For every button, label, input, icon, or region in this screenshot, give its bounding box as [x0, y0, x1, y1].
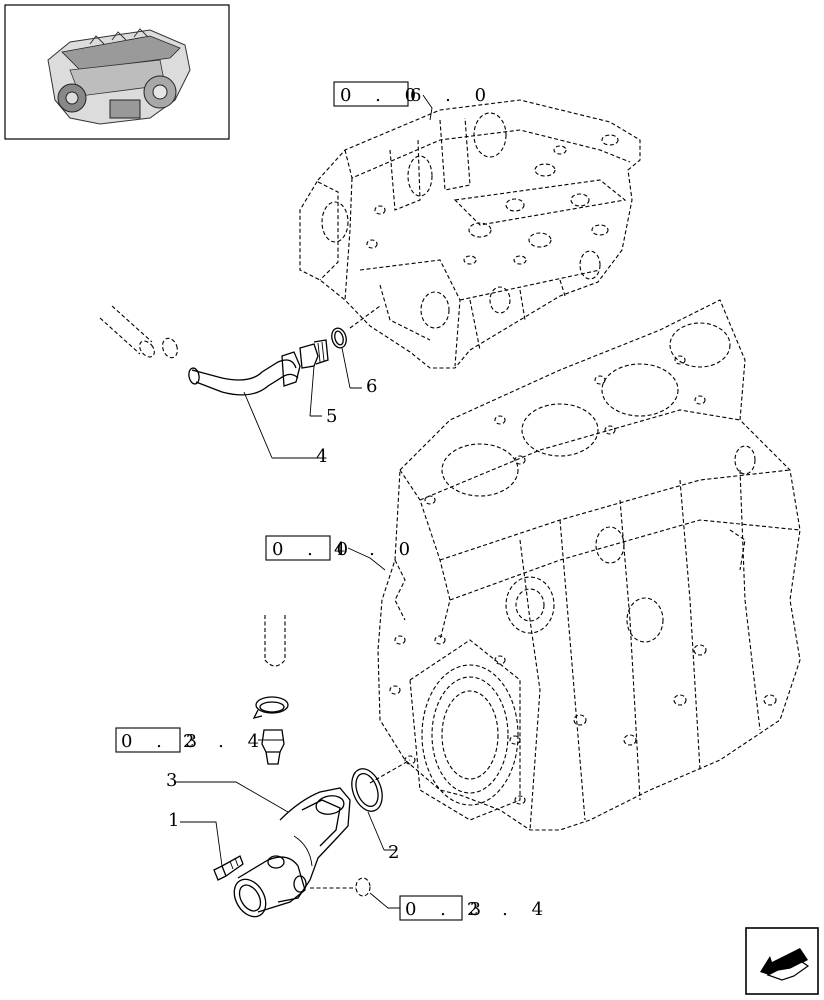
- lower-engine-block: [377, 299, 801, 831]
- svg-text:4 . 0: 4 . 0: [334, 539, 419, 560]
- part-1-bolt[interactable]: [213, 855, 244, 881]
- ref-top[interactable]: 0 . 0 6 . 0: [333, 81, 495, 107]
- back-arrow-icon[interactable]: [745, 927, 819, 995]
- part-5-fitting[interactable]: [299, 339, 329, 369]
- callout-6: 6: [366, 376, 378, 397]
- part-4-pipe[interactable]: [188, 351, 301, 396]
- svg-text:6 . 0: 6 . 0: [410, 85, 495, 106]
- engine-thumbnail-icon[interactable]: [4, 4, 230, 140]
- svg-text:2 . 4: 2 . 4: [183, 731, 268, 752]
- part-6-ring[interactable]: [330, 327, 349, 350]
- svg-text:0 . 3: 0 . 3: [405, 899, 490, 920]
- ref-middle[interactable]: 0 . 0 4 . 0: [265, 535, 419, 561]
- svg-text:0 . 3: 0 . 3: [121, 731, 206, 752]
- connector-fitting[interactable]: [261, 729, 285, 765]
- part-3-elbow[interactable]: [228, 787, 351, 922]
- callout-3: 3: [166, 770, 178, 791]
- ref-left[interactable]: 0 . 3 2 . 4: [115, 727, 268, 753]
- upper-engine-block: [299, 99, 641, 369]
- part-2-seal[interactable]: [346, 765, 387, 816]
- pipe-connection-ghost: [99, 305, 178, 359]
- hose-clamp[interactable]: [252, 696, 289, 719]
- callout-5: 5: [326, 406, 338, 427]
- callout-4: 4: [316, 446, 328, 467]
- small-nut[interactable]: [355, 877, 371, 897]
- callout-1: 1: [168, 810, 180, 831]
- leader-lines: [174, 94, 433, 909]
- svg-text:2 . 4: 2 . 4: [467, 899, 552, 920]
- callout-2: 2: [388, 842, 400, 863]
- ref-bottom[interactable]: 0 . 3 2 . 4: [399, 895, 552, 921]
- svg-text:0 . 0: 0 . 0: [340, 85, 425, 106]
- hose-ghost: [264, 615, 286, 667]
- svg-text:0 . 0: 0 . 0: [272, 539, 357, 560]
